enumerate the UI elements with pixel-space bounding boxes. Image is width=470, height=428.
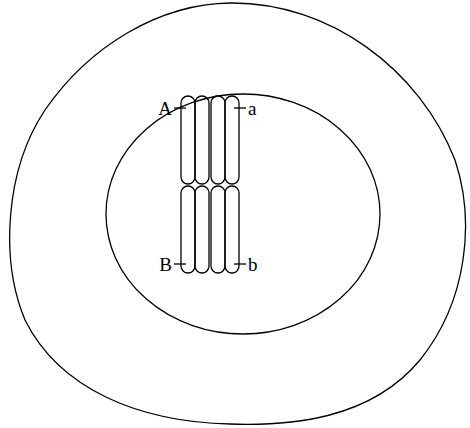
gene-label: b bbox=[248, 255, 258, 274]
gene-label: B bbox=[159, 255, 172, 274]
gene-label: A bbox=[158, 99, 172, 118]
homologous-chromosomes bbox=[181, 96, 239, 273]
gene-label: a bbox=[248, 99, 256, 118]
cell-membrane bbox=[10, 3, 466, 424]
nucleus bbox=[106, 94, 380, 334]
gene-leader-lines bbox=[174, 108, 246, 264]
